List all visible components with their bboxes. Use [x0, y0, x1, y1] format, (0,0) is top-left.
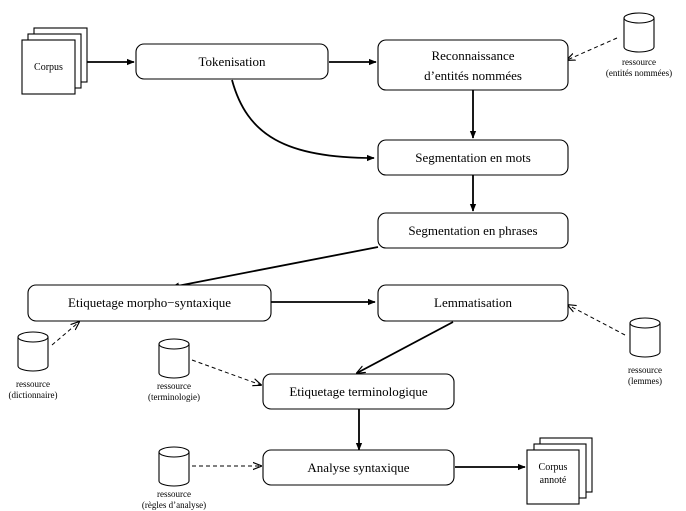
process-etiquetage-morpho-label: Etiquetage morpho−syntaxique: [68, 295, 231, 310]
edge-ressource-ner-to-ner: [567, 37, 618, 60]
edge-ressource-terminologie-to-termino: [191, 359, 261, 385]
document-corpus-annote-label-line1: Corpus: [539, 462, 568, 473]
edge-phrases-to-etiquetage-morpho: [171, 246, 379, 289]
document-corpus-annote: Corpus annoté: [526, 437, 593, 505]
resource-terminologie-line2: (terminologie): [148, 392, 200, 402]
resource-entites-nommees-line2: (entités nommées): [606, 68, 672, 78]
process-segmentation-phrases-label: Segmentation en phrases: [408, 223, 537, 238]
resource-entites-nommees: ressource (entités nommées): [606, 12, 672, 78]
process-segmentation-phrases: Segmentation en phrases: [377, 212, 569, 249]
process-tokenisation: Tokenisation: [135, 43, 329, 80]
resource-terminologie-line1: ressource: [157, 381, 191, 391]
process-ner-label-line2: d’entités nommées: [424, 68, 522, 83]
resource-dictionnaire-line1: ressource: [16, 379, 50, 389]
document-corpus-input: Corpus: [21, 27, 88, 95]
resource-lemmes-line2: (lemmes): [628, 376, 662, 386]
edges: [87, 58, 526, 471]
process-etiquetage-morpho: Etiquetage morpho−syntaxique: [27, 284, 272, 322]
resource-dictionnaire: ressource (dictionnaire): [9, 331, 58, 400]
resource-regles-analyse-line1: ressource: [157, 489, 191, 499]
edge-ressource-dictionnaire-to-morpho: [51, 322, 79, 346]
process-lemmatisation: Lemmatisation: [377, 284, 569, 322]
process-reconnaissance-entites: Reconnaissance d’entités nommées: [377, 39, 569, 91]
resource-dictionnaire-line2: (dictionnaire): [9, 390, 58, 400]
process-analyse-syntaxique-label: Analyse syntaxique: [307, 460, 409, 475]
resource-entites-nommees-line1: ressource: [622, 57, 656, 67]
process-ner-label-line1: Reconnaissance: [431, 48, 514, 63]
process-segmentation-mots-label: Segmentation en mots: [415, 150, 531, 165]
process-lemmatisation-label: Lemmatisation: [434, 295, 512, 310]
edge-tokenisation-to-segmentation-mots: [231, 79, 375, 162]
resource-regles-analyse-line2: (règles d’analyse): [142, 500, 206, 510]
edge-ressource-lemmes-to-lemmatisation: [568, 305, 626, 336]
process-tokenisation-label: Tokenisation: [199, 54, 266, 69]
process-etiquetage-termino: Etiquetage terminologique: [262, 373, 455, 410]
resource-terminologie: ressource (terminologie): [148, 338, 200, 402]
document-corpus-annote-label-line2: annoté: [540, 475, 567, 486]
process-etiquetage-termino-label: Etiquetage terminologique: [289, 384, 427, 399]
document-corpus-input-label: Corpus: [34, 62, 63, 73]
resource-lemmes: ressource (lemmes): [628, 317, 662, 386]
edge-lemmatisation-to-etiquetage-termino: [357, 321, 454, 373]
process-analyse-syntaxique: Analyse syntaxique: [262, 449, 455, 486]
process-segmentation-mots: Segmentation en mots: [377, 139, 569, 176]
resource-lemmes-line1: ressource: [628, 365, 662, 375]
resource-regles-analyse: ressource (règles d’analyse): [142, 446, 206, 510]
resource-edges: [51, 37, 626, 466]
